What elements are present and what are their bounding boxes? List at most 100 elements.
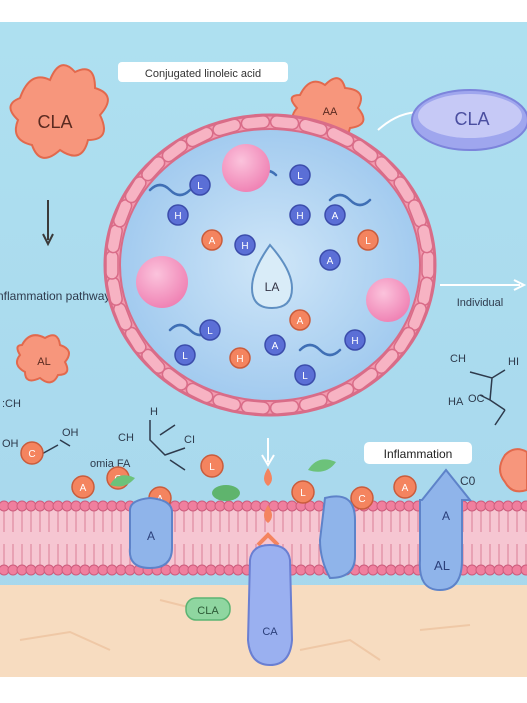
molecule-letter: A <box>327 256 334 267</box>
membrane-molecule-letter: A <box>402 483 409 494</box>
oh-left-label: OH <box>2 438 19 450</box>
orange-droplet <box>264 468 272 486</box>
molecule-letter: H <box>174 211 181 222</box>
cla-capsule: CLA <box>377 89 527 151</box>
ca-channel-label: CA <box>262 626 278 638</box>
membrane-molecule-letter: L <box>209 462 215 473</box>
cla-bottom-badge <box>185 597 231 621</box>
channel-protein: CA <box>246 543 294 667</box>
molecule-letter: A <box>272 341 279 352</box>
nucleus-droplet <box>250 243 294 310</box>
right-edge-blob <box>499 448 527 493</box>
membrane-molecule-letter: A <box>80 483 87 494</box>
membrane-brick <box>298 393 328 412</box>
aa-label: AA <box>323 106 338 118</box>
floor-cracks <box>19 599 471 661</box>
transmembrane-protein-right: A AL <box>418 468 473 592</box>
molecule-letter: L <box>365 236 371 247</box>
molecule <box>294 364 316 386</box>
molecule-letter: A <box>209 236 216 247</box>
chemical-bonds-left <box>39 420 186 471</box>
molecule-letter: H <box>236 354 243 365</box>
molecule <box>324 204 346 226</box>
molecule <box>264 334 286 356</box>
al-label-left: AL <box>37 356 50 368</box>
molecule <box>229 347 251 369</box>
molecule <box>189 174 211 196</box>
molecule <box>199 319 221 341</box>
lipid-head <box>520 564 527 576</box>
lipid-head <box>520 500 527 512</box>
molecule-letter: H <box>241 241 248 252</box>
protein-right-label-al: AL <box>434 558 450 573</box>
transmembrane-protein-left: A <box>128 496 173 570</box>
membrane-brick <box>240 115 271 131</box>
oh-upper-label: OH <box>62 427 79 439</box>
molecule-letter: L <box>197 181 203 192</box>
ch-label: CH <box>118 432 134 444</box>
protein-right-label-a: A <box>442 509 450 523</box>
membrane-molecule <box>200 454 224 478</box>
co-right-label: C0 <box>460 474 476 488</box>
molecule <box>234 234 256 256</box>
membrane-molecule <box>393 475 417 499</box>
title: Conjugated linoleic acid <box>145 68 261 80</box>
ci-label: CI <box>184 434 195 446</box>
molecule-letter: L <box>302 371 308 382</box>
down-arrow-center <box>261 438 275 467</box>
membrane-molecule <box>291 480 315 504</box>
green-leaf <box>308 459 336 472</box>
green-leaf <box>110 475 135 487</box>
cla-label-top-left: CLA <box>37 112 72 132</box>
oc-right-label: OC <box>468 393 485 405</box>
molecule <box>289 164 311 186</box>
membrane-brick <box>212 393 242 412</box>
molecule <box>319 249 341 271</box>
membrane-molecule-letter: C <box>28 449 35 460</box>
chemical-bonds-right <box>469 369 506 426</box>
green-capsule <box>212 485 240 501</box>
pink-vesicle <box>366 278 410 322</box>
molecule <box>357 229 379 251</box>
molecule <box>344 329 366 351</box>
membrane-molecule <box>20 441 44 465</box>
membrane-brick <box>185 126 214 148</box>
cla-bottom-label: CLA <box>197 605 219 617</box>
membrane-brick <box>326 382 355 404</box>
molecule <box>167 204 189 226</box>
h-label: H <box>150 406 158 418</box>
molecule <box>174 344 196 366</box>
la-label: LA <box>265 280 280 294</box>
molecule-letter: L <box>182 351 188 362</box>
individual-label: Individual <box>457 297 503 309</box>
inflammation-badge <box>364 442 472 464</box>
membrane-molecule <box>350 486 374 510</box>
molecule <box>289 309 311 331</box>
inflammation-pathway-label: Inflammation pathway <box>0 289 110 303</box>
omega-fa-label: omia FA <box>90 458 131 470</box>
molecule-letter: L <box>297 171 303 182</box>
molecule-letter: L <box>207 326 213 337</box>
pink-vesicle <box>136 256 188 308</box>
molecule <box>201 229 223 251</box>
ch-left-label: :CH <box>2 398 21 410</box>
transmembrane-protein-center <box>318 495 356 580</box>
membrane-brick <box>417 224 434 254</box>
ch-right-label: CH <box>450 353 466 365</box>
molecule-letter: A <box>297 316 304 327</box>
membrane-brick <box>269 115 300 131</box>
protein-left-label: A <box>147 529 155 543</box>
hi-right-label: HI <box>508 356 519 368</box>
orange-droplet <box>264 505 272 523</box>
inflammation-label: Inflammation <box>384 447 453 461</box>
membrane-brick <box>269 399 300 415</box>
ha-right-label: HA <box>448 396 464 408</box>
orange-chevron <box>256 532 280 547</box>
membrane-bricks <box>105 115 435 415</box>
membrane-molecule <box>71 475 95 499</box>
molecule-letter: H <box>351 336 358 347</box>
membrane-brick <box>240 399 271 415</box>
membrane-brick <box>105 250 119 280</box>
